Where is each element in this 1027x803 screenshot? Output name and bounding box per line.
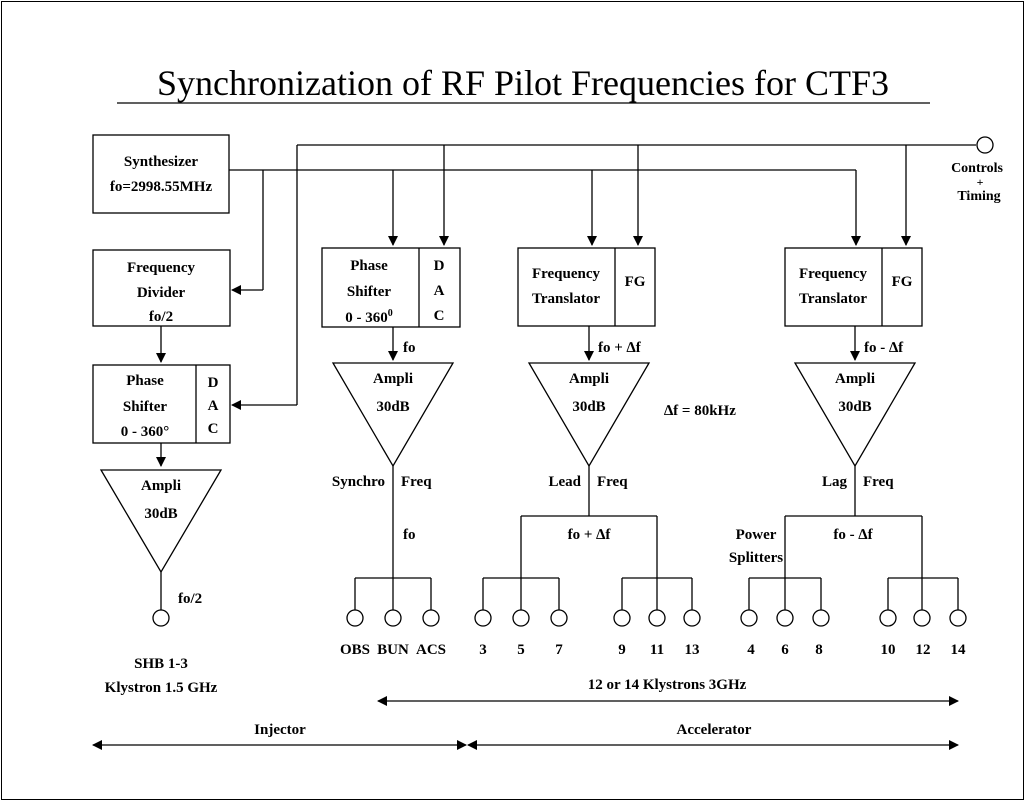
ps2-label-1: Phase [350, 258, 388, 274]
shb-klystron-label: Klystron 1.5 GHz [105, 680, 218, 696]
klystron-9: 9 [618, 642, 626, 658]
ps1-label-1: Phase [126, 373, 164, 389]
frequency-divider-box [92, 249, 231, 327]
klystron-3: 3 [479, 642, 487, 658]
amp3-label-1: Ampli [569, 371, 609, 387]
k11-terminal [648, 609, 666, 627]
amp1-label-1: Ampli [141, 478, 181, 494]
amp1-label-2: 30dB [144, 506, 177, 522]
k4-terminal [740, 609, 758, 627]
ft1-output-freq: fo + ∆f [598, 340, 642, 356]
ft2-label-2: Translator [799, 291, 867, 307]
page-title: Synchronization of RF Pilot Frequencies … [157, 63, 889, 103]
k6-terminal [776, 609, 794, 627]
ps1-label-2: Shifter [123, 399, 168, 415]
k8-terminal [812, 609, 830, 627]
amp1-output-freq: fo/2 [178, 591, 202, 607]
ps2-label-3: 0 - 3600 [345, 308, 393, 326]
klystron-10: 10 [881, 642, 896, 658]
klystron-14: 14 [951, 642, 967, 658]
output-bun: BUN [377, 642, 409, 658]
dac1-c: C [208, 421, 219, 437]
k14-terminal [949, 609, 967, 627]
klystron-11: 11 [650, 642, 664, 658]
synchro-fo-label: fo [403, 527, 416, 543]
k3-terminal [474, 609, 492, 627]
ps1-label-3: 0 - 360° [121, 424, 170, 440]
lag-freq-label: Freq [863, 474, 894, 490]
dac2-a: A [434, 283, 445, 299]
klystron-4: 4 [747, 642, 755, 658]
injector-span-label: Injector [254, 722, 306, 738]
divider-label-1: Frequency [127, 260, 196, 276]
shb-label: SHB 1-3 [134, 656, 188, 672]
divider-label-3: fo/2 [149, 309, 173, 325]
timing-label: Timing [957, 189, 1000, 204]
synchro-freq-label: Freq [401, 474, 432, 490]
output-obs: OBS [340, 642, 370, 658]
klystron-12: 12 [916, 642, 931, 658]
k9-terminal [613, 609, 631, 627]
divider-label-2: Divider [137, 285, 186, 301]
shb-output-terminal [152, 609, 170, 627]
amp3-label-2: 30dB [572, 399, 605, 415]
klystron-6: 6 [781, 642, 789, 658]
lead-label: Lead [548, 474, 581, 490]
acs-terminal [422, 609, 440, 627]
ft2-label-1: Frequency [799, 266, 868, 282]
delta-f-label: ∆f = 80kHz [664, 403, 736, 419]
amp2-label-1: Ampli [373, 371, 413, 387]
ft1-fg-label: FG [625, 274, 646, 290]
bun-terminal [384, 609, 402, 627]
klystron-13: 13 [685, 642, 700, 658]
klystrons-span-label: 12 or 14 Klystrons 3GHz [588, 677, 747, 693]
amp4-label-2: 30dB [838, 399, 871, 415]
lead-splitter-freq: fo + ∆f [568, 527, 612, 543]
frequency-translator-2-box [784, 247, 923, 327]
k7-terminal [550, 609, 568, 627]
synthesizer-frequency: fo=2998.55MHz [110, 179, 213, 195]
controls-label: Controls [951, 161, 1003, 176]
power-splitters-label-1: Power [736, 527, 777, 543]
lag-label: Lag [822, 474, 848, 490]
dac2-d: D [434, 258, 445, 274]
dac2-c: C [434, 308, 445, 324]
phase-shifter-2-box [321, 247, 461, 328]
ft2-output-freq: fo - ∆f [864, 340, 904, 356]
synthesizer-label: Synthesizer [124, 154, 199, 170]
accelerator-span-label: Accelerator [677, 722, 752, 738]
ft1-label-1: Frequency [532, 266, 601, 282]
k5-terminal [512, 609, 530, 627]
obs-terminal [346, 609, 364, 627]
amplifier-1-triangle [99, 469, 223, 574]
ps2-label-2: Shifter [347, 284, 392, 300]
klystron-8: 8 [815, 642, 823, 658]
k13-terminal [683, 609, 701, 627]
controls-terminal [976, 136, 994, 154]
controls-plus: + [977, 175, 984, 189]
amp4-label-1: Ampli [835, 371, 875, 387]
frequency-translator-1-box [517, 247, 656, 327]
klystron-5: 5 [517, 642, 525, 658]
synchro-label: Synchro [332, 474, 385, 490]
dac1-d: D [208, 375, 219, 391]
amp2-label-2: 30dB [376, 399, 409, 415]
power-splitters-label-2: Splitters [729, 550, 783, 566]
ft2-fg-label: FG [892, 274, 913, 290]
amplifier-4-triangle [793, 362, 917, 468]
amplifier-2-triangle [331, 362, 455, 468]
lag-splitter-freq: fo - ∆f [833, 527, 873, 543]
amplifier-3-triangle [527, 362, 651, 468]
ps2-output-freq: fo [403, 340, 416, 356]
k10-terminal [879, 609, 897, 627]
k12-terminal [913, 609, 931, 627]
lead-freq-label: Freq [597, 474, 628, 490]
dac1-a: A [208, 398, 219, 414]
output-acs: ACS [416, 642, 446, 658]
synthesizer-box [92, 134, 230, 214]
klystron-7: 7 [555, 642, 563, 658]
phase-shifter-1-box [92, 364, 231, 444]
ft1-label-2: Translator [532, 291, 600, 307]
